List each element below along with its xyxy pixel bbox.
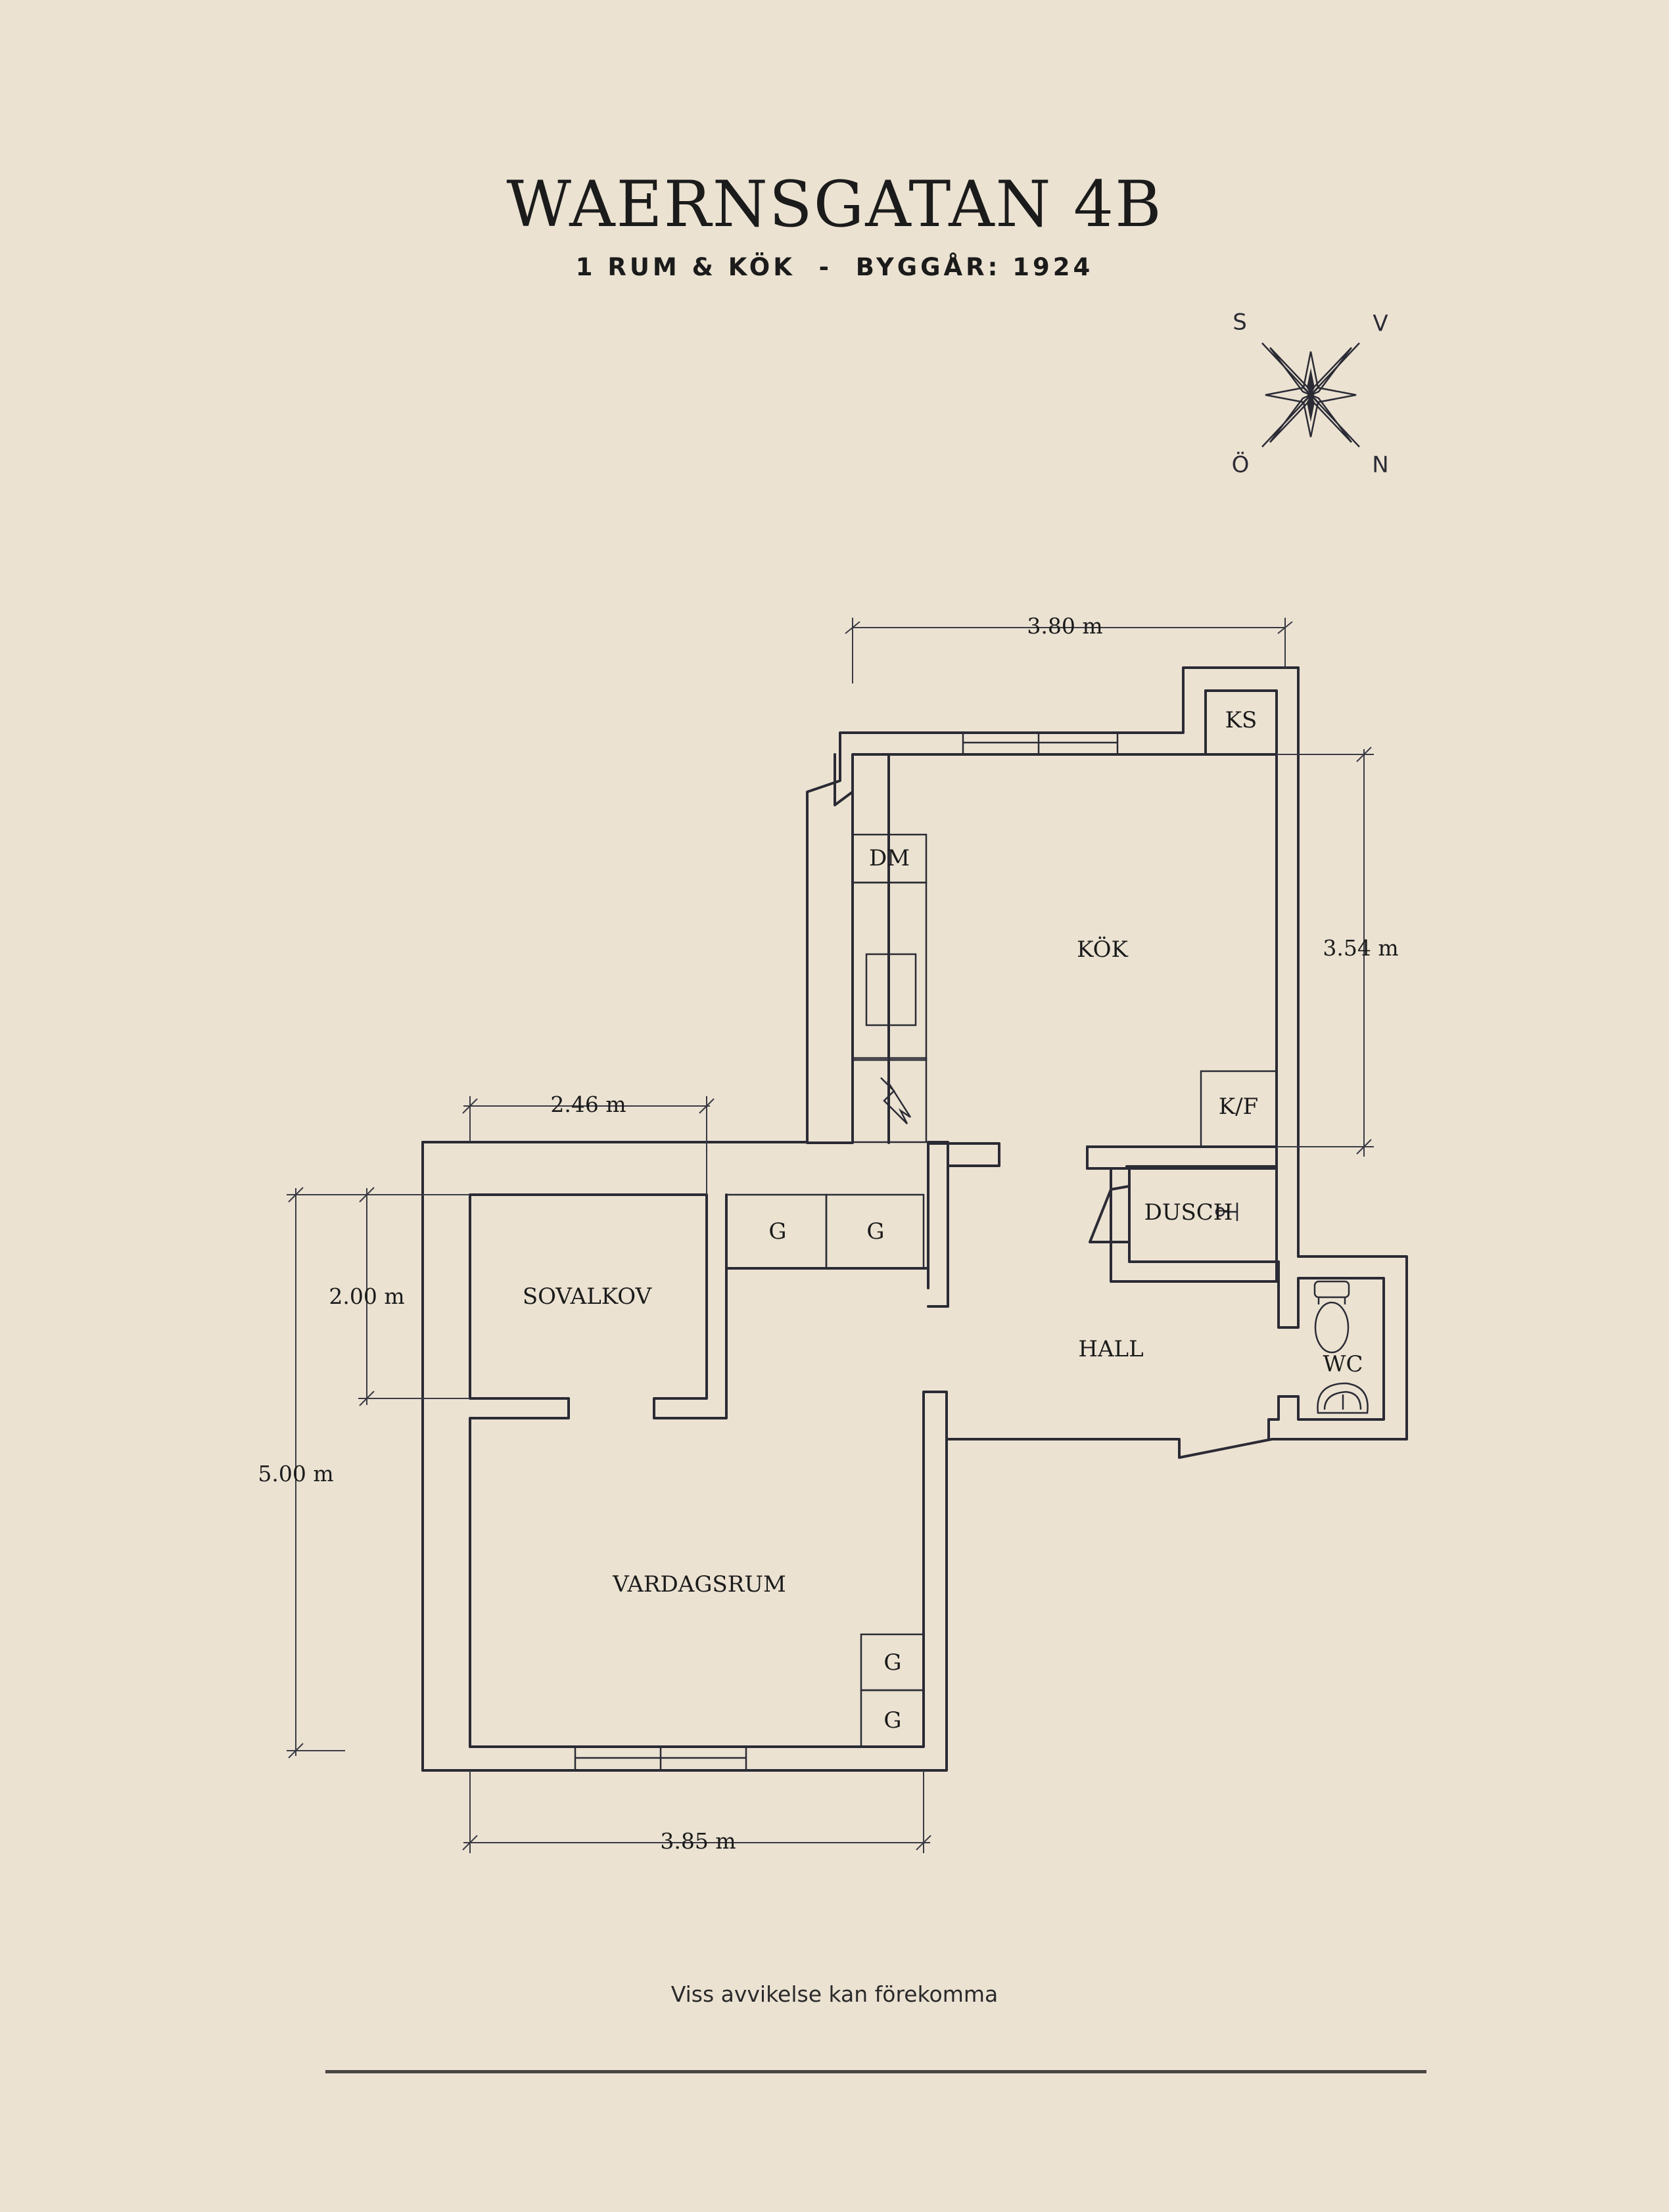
fixture-kf-label: K/F (1219, 1094, 1258, 1120)
fixture-ks-label: KS (1225, 707, 1258, 733)
room-wc-label: WC (1323, 1351, 1363, 1377)
fixture-dm-label: DM (869, 845, 910, 871)
room-sovalkov-label: SOVALKOV (523, 1283, 653, 1310)
wardrobe-label-2: G (866, 1218, 884, 1245)
plan-title: WAERNSGATAN 4B (506, 168, 1163, 241)
disclaimer-note: Viss avvikelse kan förekomma (670, 1981, 999, 2007)
wardrobe-label-4: G (883, 1707, 901, 1734)
dimension-lines (287, 618, 1374, 1853)
compass-icon (1261, 342, 1360, 448)
dim-kitchen-width: 3.80 m (1027, 613, 1102, 639)
wardrobe-label-1: G (768, 1218, 786, 1245)
footer-divider (325, 2070, 1426, 2073)
plan-subtitle: 1 RUM & KÖK - BYGGÅR: 1924 (575, 253, 1094, 281)
compass-n-label: N (1372, 452, 1388, 478)
wardrobe-label-3: G (883, 1649, 901, 1676)
dim-living-depth: 5.00 m (258, 1461, 333, 1486)
dim-kitchen-depth: 3.54 m (1323, 935, 1398, 961)
dim-living-width: 3.85 m (660, 1828, 736, 1854)
room-vardagsrum-label: VARDAGSRUM (612, 1571, 786, 1598)
compass-v-label: V (1373, 311, 1388, 337)
compass-o-label: Ö (1232, 451, 1250, 478)
compass-s-label: S (1233, 310, 1247, 336)
dim-alcove-width: 2.46 m (550, 1092, 626, 1117)
walls (421, 666, 1408, 1772)
room-hall-label: HALL (1078, 1336, 1143, 1362)
room-kok-label: KÖK (1077, 936, 1128, 963)
dim-alcove-depth: 2.00 m (329, 1283, 404, 1309)
fixtures (725, 689, 1369, 1748)
windows (574, 731, 1119, 1772)
room-dusch-label: DUSCH (1144, 1199, 1233, 1226)
